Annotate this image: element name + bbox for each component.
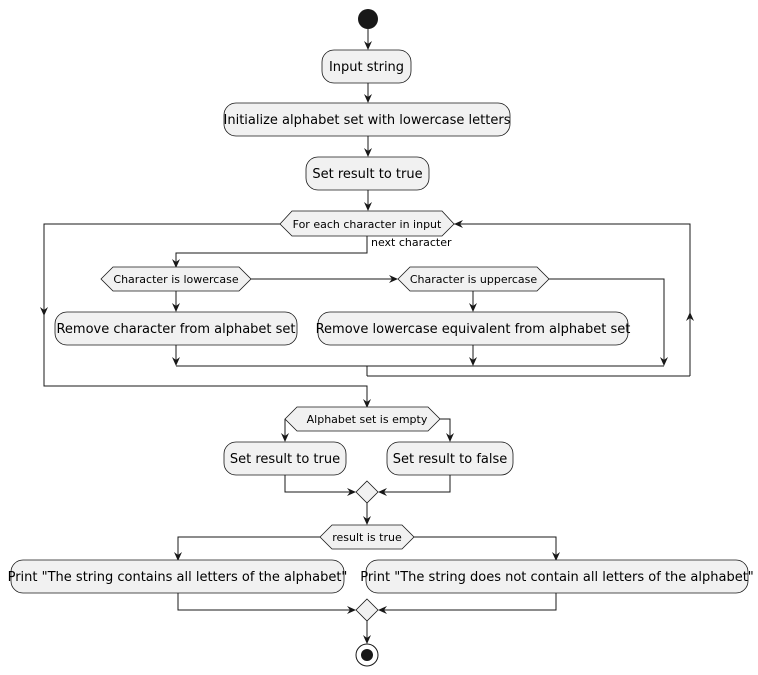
- decision-alphabet-set-empty: Alphabet set is empty: [284, 406, 441, 432]
- decision-character-lowercase: Character is lowercase: [100, 266, 252, 292]
- decision-character-uppercase-label: Character is uppercase: [410, 273, 538, 286]
- step-set-result-false: Set result to false: [386, 441, 514, 476]
- step-set-result-false-label: Set result to false: [393, 452, 508, 467]
- loop-for-each-character: For each character in input: [279, 210, 455, 237]
- decision-alphabet-set-empty-label: Alphabet set is empty: [307, 413, 428, 426]
- merge-diamond-1: [355, 480, 379, 504]
- step-init-alphabet: Initialize alphabet set with lowercase l…: [224, 102, 511, 137]
- step-print-not-contains-all-label: Print "The string does not contain all l…: [360, 570, 754, 585]
- step-remove-character: Remove character from alphabet set: [54, 311, 298, 346]
- end-node: [355, 643, 379, 667]
- decision-result-true: result is true: [319, 524, 415, 550]
- merge-diamond-2: [355, 598, 379, 622]
- start-node: [358, 9, 378, 29]
- loop-next-character-label: next character: [371, 236, 452, 249]
- step-remove-character-label: Remove character from alphabet set: [56, 322, 295, 337]
- decision-character-uppercase: Character is uppercase: [397, 266, 550, 292]
- step-set-result-true-1: Set result to true: [305, 156, 430, 191]
- step-init-alphabet-label: Initialize alphabet set with lowercase l…: [224, 113, 511, 128]
- decision-character-lowercase-label: Character is lowercase: [113, 273, 238, 286]
- step-print-contains-all: Print "The string contains all letters o…: [8, 559, 348, 594]
- step-input-string: Input string: [321, 49, 412, 84]
- loop-condition-label: For each character in input: [293, 218, 442, 231]
- step-print-contains-all-label: Print "The string contains all letters o…: [8, 570, 348, 585]
- decision-result-true-label: result is true: [332, 531, 402, 544]
- step-remove-lowercase-equivalent: Remove lowercase equivalent from alphabe…: [316, 311, 631, 346]
- step-set-result-true-2-label: Set result to true: [230, 452, 340, 467]
- step-print-not-contains-all: Print "The string does not contain all l…: [360, 559, 754, 594]
- step-remove-lowercase-equivalent-label: Remove lowercase equivalent from alphabe…: [316, 322, 631, 337]
- step-input-string-label: Input string: [329, 60, 404, 75]
- step-set-result-true-2: Set result to true: [223, 441, 347, 476]
- step-set-result-true-1-label: Set result to true: [312, 167, 422, 182]
